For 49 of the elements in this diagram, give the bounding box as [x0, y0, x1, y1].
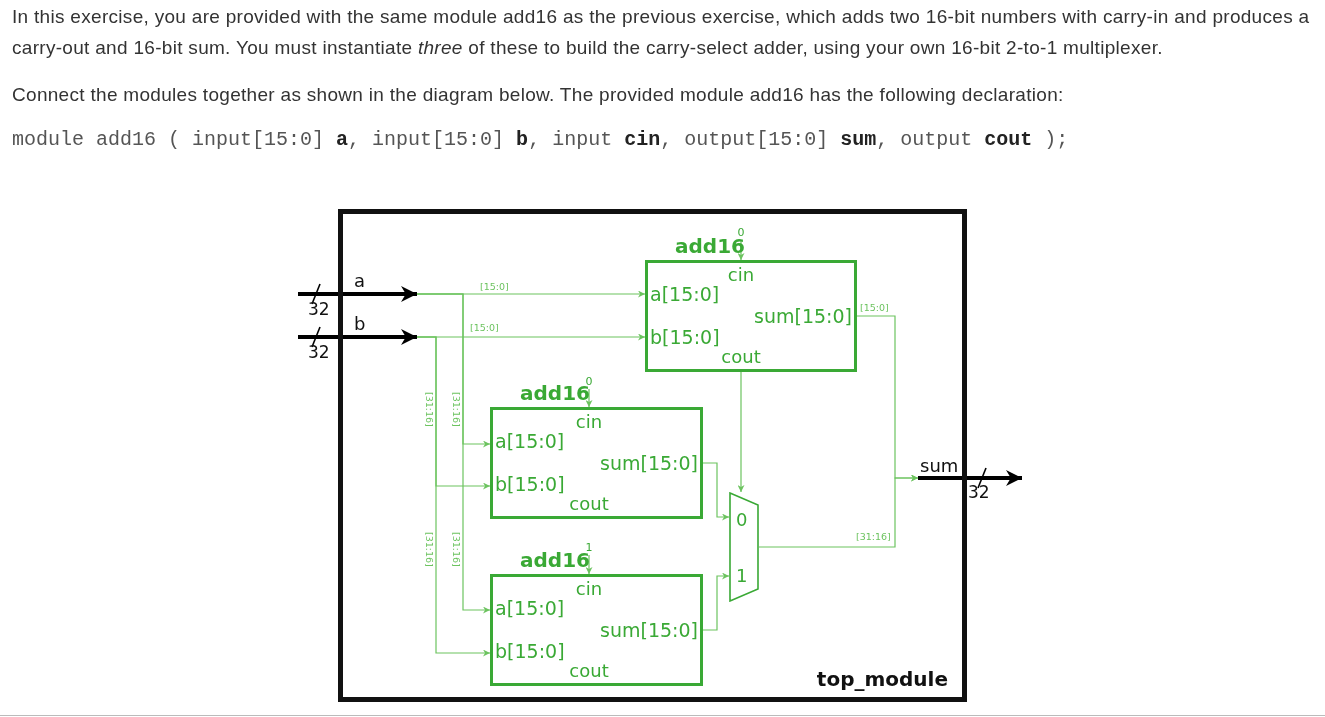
port-label: a[15:0]: [495, 431, 565, 451]
bus-range-label: [31:16]: [451, 392, 462, 427]
port-label: sum[15:0]: [600, 620, 698, 640]
bus-arrow: [918, 470, 1022, 486]
bus-width-label: 32: [968, 483, 990, 501]
bus-range-label: [31:16]: [424, 532, 435, 567]
port-label: cout: [569, 661, 609, 681]
wire-arrow: [585, 554, 593, 575]
mux-input-label: 1: [736, 566, 748, 586]
module-name: top_module: [816, 667, 948, 691]
port-label: cout: [721, 347, 761, 367]
wire-arrow: [737, 371, 745, 493]
port-label: b[15:0]: [650, 327, 720, 347]
port-label: cin: [575, 579, 603, 599]
bus-range-label: [15:0]: [860, 302, 889, 313]
bus-width-label: 32: [308, 343, 330, 361]
wire-arrow: [702, 572, 730, 631]
port-label: sum[15:0]: [600, 453, 698, 473]
bus-arrow: [298, 329, 417, 345]
intro-paragraph: In this exercise, you are provided with the same module add16 as the previous exercise, which adds two 16-bit numbers with carry-in and produces a carry-out and 16-bit sum. You must instantiate three of these to build the carry-select adder, using your own 16-bit 2-to-1 multiplexer.: [12, 5, 1311, 60]
bus-range-label: [15:0]: [480, 281, 509, 292]
wire-arrow: [585, 388, 593, 408]
wire-arrow: [416, 336, 491, 657]
module-boundary: [338, 209, 967, 702]
wire-arrow: [737, 239, 745, 261]
port-label: b: [352, 314, 417, 338]
bus-range-label: [31:16]: [856, 531, 891, 542]
code-declaration: module add16 ( input[15:0] a, input[15:0] b, input cin, output[15:0] sum, output cout );: [12, 128, 1069, 151]
port-label: b[15:0]: [495, 641, 565, 661]
intro-paragraph: Connect the modules together as shown in the diagram below. The provided module add16 has the following declaration:: [12, 83, 1065, 107]
port-label: cout: [569, 494, 609, 514]
mux-input-label: 0: [736, 510, 748, 530]
bus-range-label: [31:16]: [451, 532, 462, 567]
port-label: a: [352, 271, 417, 295]
port-label: a[15:0]: [495, 598, 565, 618]
port-label: b[15:0]: [495, 474, 565, 494]
bus-arrow: [298, 286, 417, 302]
wire-arrow: [416, 293, 491, 614]
bus-range-label: [31:16]: [424, 392, 435, 427]
port-label: a[15:0]: [650, 284, 720, 304]
port-label: cin: [727, 265, 755, 285]
port-label: cin: [575, 412, 603, 432]
port-label: sum: [918, 456, 964, 479]
constant-label: 0: [735, 226, 747, 240]
wire-arrow: [758, 474, 919, 548]
port-label: sum[15:0]: [754, 306, 852, 326]
bus-width-label: 32: [308, 300, 330, 318]
wire-arrow: [702, 462, 730, 521]
bus-range-label: [15:0]: [470, 322, 499, 333]
